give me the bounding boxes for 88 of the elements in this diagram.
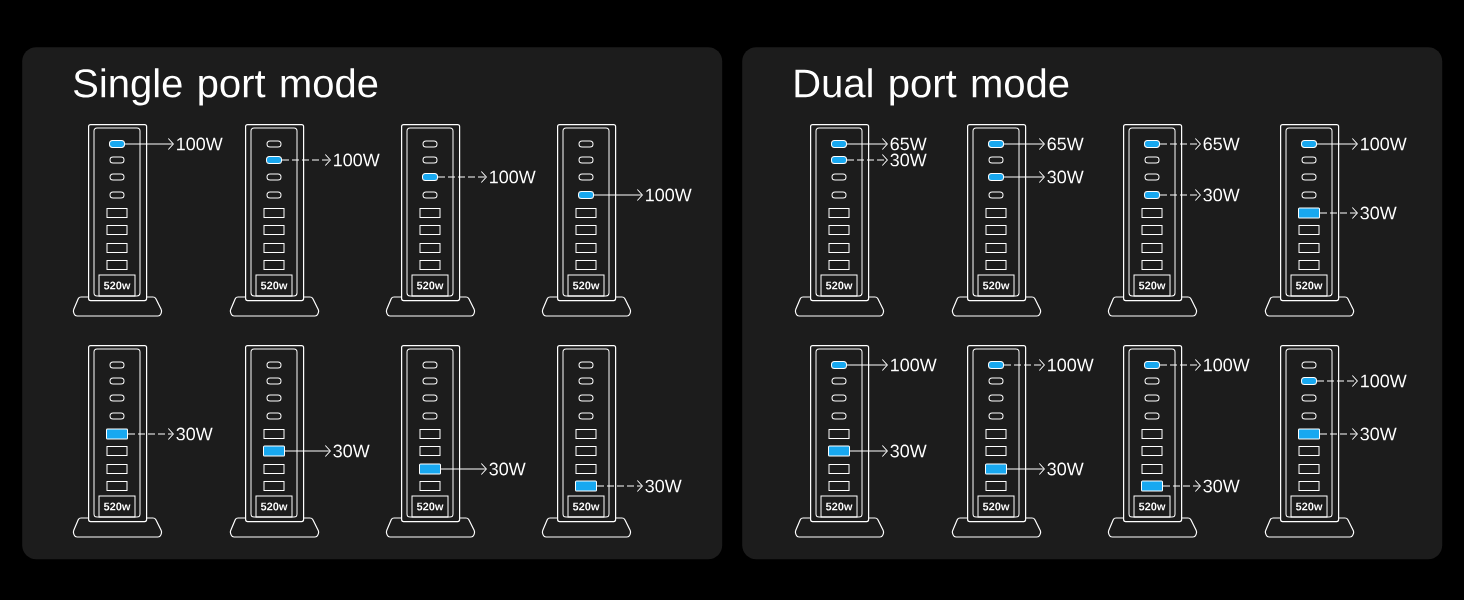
power-label: 100W	[177, 137, 223, 151]
power-label: 100W	[1048, 358, 1094, 372]
charger-drawing: 520w	[229, 124, 320, 317]
arrow	[437, 171, 487, 183]
charger-drawing: 520w	[1264, 345, 1355, 538]
arrow	[1316, 138, 1358, 150]
arrow	[1319, 207, 1358, 219]
charger-drawing: 520w	[951, 124, 1042, 317]
charger-drawing: 520w	[1264, 124, 1355, 317]
lit-port	[1298, 207, 1320, 219]
power-label: 100W	[646, 188, 692, 202]
arrow	[284, 445, 331, 457]
arrow	[440, 463, 487, 475]
lit-port	[988, 140, 1004, 148]
power-label: 30W	[1360, 206, 1397, 220]
power-label: 30W	[890, 153, 927, 167]
lit-port	[1141, 480, 1163, 492]
power-label: 30W	[890, 444, 927, 458]
lit-port	[828, 445, 850, 457]
lit-port	[1144, 191, 1160, 199]
arrow	[593, 189, 643, 201]
power-label: 30W	[333, 444, 370, 458]
arrow	[127, 428, 174, 440]
arrow	[1162, 480, 1201, 492]
charger-drawing: 520w	[794, 345, 885, 538]
charger-drawing: 520w	[1107, 345, 1198, 538]
lit-port	[1144, 361, 1160, 369]
power-label: 65W	[1203, 137, 1240, 151]
charger-drawing: 520w	[229, 345, 320, 538]
lit-port	[1301, 140, 1317, 148]
arrow	[1003, 359, 1045, 371]
arrow	[846, 359, 888, 371]
power-label: 100W	[490, 170, 536, 184]
lit-port	[266, 156, 282, 164]
charger-drawing: 520w	[385, 345, 476, 538]
arrow	[1159, 138, 1201, 150]
arrow	[596, 480, 643, 492]
arrow	[1159, 189, 1201, 201]
lit-port	[831, 361, 847, 369]
lit-port	[988, 361, 1004, 369]
power-label: 30W	[1203, 188, 1240, 202]
arrow	[1006, 463, 1045, 475]
arrow	[1003, 171, 1045, 183]
power-label: 30W	[489, 462, 526, 476]
charger-drawing: 520w	[951, 345, 1042, 538]
power-label: 100W	[1204, 358, 1250, 372]
lit-port	[106, 428, 128, 440]
lit-port	[831, 156, 847, 164]
lit-port	[1144, 140, 1160, 148]
arrow	[124, 138, 174, 150]
arrow	[846, 154, 888, 166]
lit-port	[422, 173, 438, 181]
charger-drawing: 520w	[72, 124, 163, 317]
power-label: 30W	[1360, 427, 1397, 441]
lit-port	[575, 480, 597, 492]
charger-drawing: 520w	[794, 124, 885, 317]
arrow	[1316, 375, 1358, 387]
lit-port	[1301, 377, 1317, 385]
power-label: 100W	[891, 358, 937, 372]
arrow	[849, 445, 888, 457]
lit-port	[831, 140, 847, 148]
power-label: 100W	[1361, 374, 1407, 388]
arrow	[1003, 138, 1045, 150]
lit-port	[578, 191, 594, 199]
power-label: 30W	[1047, 170, 1084, 184]
arrow	[1159, 359, 1201, 371]
power-label: 30W	[176, 427, 213, 441]
power-label: 100W	[334, 153, 380, 167]
power-label: 65W	[1047, 137, 1084, 151]
lit-port	[419, 463, 441, 475]
power-label: 100W	[1361, 137, 1407, 151]
charger-drawing: 520w	[72, 345, 163, 538]
lit-port	[988, 173, 1004, 181]
arrow	[281, 154, 331, 166]
power-label: 30W	[1203, 479, 1240, 493]
power-label: 30W	[1047, 462, 1084, 476]
charger-drawing: 520w	[541, 124, 632, 317]
lit-port	[1298, 428, 1320, 440]
lit-port	[263, 445, 285, 457]
arrow	[846, 138, 888, 150]
lit-port	[985, 463, 1007, 475]
power-label: 65W	[890, 137, 927, 151]
lit-port	[109, 140, 125, 148]
power-label: 30W	[645, 479, 682, 493]
charger-drawing: 520w	[385, 124, 476, 317]
charger-drawing: 520w	[1107, 124, 1198, 317]
arrow	[1319, 428, 1358, 440]
charger-drawing: 520w	[541, 345, 632, 538]
